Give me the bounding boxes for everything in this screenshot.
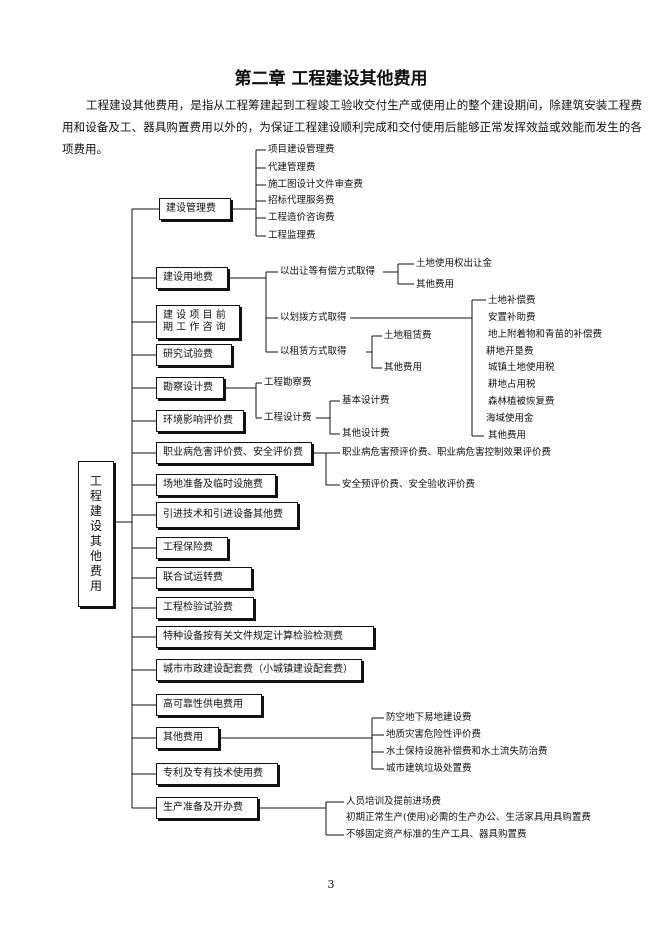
leaf-label: 城市建筑垃圾处置费 — [386, 763, 472, 774]
leaf-label: 其他设计费 — [342, 428, 390, 439]
box-patent-fees: 专利及专有技术使用费 — [156, 763, 278, 785]
box-line: 期 工 作 咨 询 — [163, 322, 226, 333]
box-other-expenses: 其他费用 — [156, 727, 219, 749]
box-survey-design: 勘察设计费 — [156, 377, 224, 399]
root-char: 他 — [89, 549, 102, 563]
box-municipal-supporting: 城市市政建设配套费（小城镇建设配套费） — [156, 659, 362, 681]
leaf-label: 工程勘察费 — [264, 377, 312, 388]
branch-label-design: 工程设计费 — [264, 412, 312, 423]
box-insurance: 工程保险费 — [156, 537, 228, 559]
box-special-equipment: 特种设备按有关文件规定计算检验检测费 — [156, 626, 374, 648]
leaf-label: 耕地占用税 — [488, 379, 536, 390]
leaf-label: 安置补助费 — [488, 312, 536, 323]
box-land-use: 建设用地费 — [156, 267, 228, 289]
leaf-label: 招标代理服务费 — [268, 195, 335, 206]
box-imported-tech: 引进技术和引进设备其他费 — [156, 502, 298, 528]
leaf-label: 项目建设管理费 — [268, 144, 335, 155]
leaf-label: 土地租赁费 — [384, 330, 432, 341]
leaf-label: 地质灾害危险性评价费 — [386, 729, 482, 740]
leaf-label: 安全预评价费、安全验收评价费 — [342, 479, 476, 490]
leaf-label: 其他费用 — [384, 362, 423, 373]
leaf-label: 工程监理费 — [268, 230, 316, 241]
root-char: 建 — [89, 504, 102, 518]
root-char: 工 — [89, 474, 102, 488]
root-char: 用 — [89, 579, 102, 593]
box-research-test: 研究试验费 — [156, 344, 232, 366]
leaf-label: 不够固定资产标准的生产工具、器具购置费 — [346, 829, 527, 840]
leaf-label: 施工图设计文件审查费 — [268, 179, 364, 190]
box-production-preparation: 生产准备及开办费 — [156, 797, 258, 819]
branch-label-lease: 以租赁方式取得 — [280, 346, 347, 357]
leaf-label: 土地使用权出让金 — [416, 258, 493, 269]
box-joint-trial: 联合试运转费 — [156, 567, 252, 589]
leaf-label: 森林植被恢复费 — [488, 396, 555, 407]
box-occupational-safety: 职业病危害评价费、安全评价费 — [156, 442, 312, 464]
leaf-label: 初期正常生产(使用)必需的生产办公、生活家具用具购置费 — [346, 812, 591, 823]
leaf-label: 城镇土地使用税 — [488, 362, 555, 373]
chapter-title: 第二章 工程建设其他费用 — [234, 69, 428, 89]
root-box-other-costs: 工 程 建 设 其 他 费 用 — [78, 461, 114, 607]
box-line: 建 设 项 目 前 — [163, 310, 226, 321]
leaf-label: 代建管理费 — [268, 162, 316, 173]
box-site-preparation: 场地准备及临时设施费 — [156, 474, 276, 496]
root-char: 程 — [89, 489, 102, 503]
box-inspection-test: 工程检验试验费 — [156, 597, 254, 619]
box-high-reliability-power: 高可靠性供电费用 — [156, 694, 262, 716]
page-number: 3 — [327, 878, 335, 891]
leaf-label: 地上附着物和青苗的补偿费 — [488, 329, 603, 340]
leaf-label: 基本设计费 — [342, 395, 390, 406]
box-pre-project-consulting: 建 设 项 目 前 期 工 作 咨 询 — [156, 305, 240, 339]
root-char: 费 — [89, 564, 102, 578]
root-char: 其 — [89, 534, 102, 548]
intro-paragraph: 工程建设其他费用，是指从工程筹建起到工程竣工验收交付生产或使用止的整个建设期间，… — [62, 98, 642, 156]
root-char: 设 — [89, 519, 102, 533]
leaf-label: 其他费用 — [416, 279, 455, 290]
box-environment-assessment: 环境影响评价费 — [156, 410, 244, 432]
leaf-label: 耕地开垦费 — [486, 346, 534, 357]
leaf-label: 职业病危害预评价费、职业病危害控制效果评价费 — [342, 447, 552, 458]
leaf-label: 防空地下易地建设费 — [386, 712, 472, 723]
branch-label-allocation: 以划拨方式取得 — [280, 312, 347, 323]
leaf-label: 人员培训及提前进场费 — [346, 796, 442, 807]
leaf-label: 工程造价咨询费 — [268, 212, 335, 223]
box-construction-management: 建设管理费 — [159, 198, 231, 220]
leaf-label: 海域使用金 — [486, 413, 534, 424]
branch-label-transfer: 以出让等有偿方式取得 — [280, 266, 376, 277]
leaf-label: 土地补偿费 — [488, 295, 536, 306]
leaf-label: 水土保持设施补偿费和水土流失防治费 — [386, 746, 548, 757]
leaf-label: 其他费用 — [488, 430, 527, 441]
